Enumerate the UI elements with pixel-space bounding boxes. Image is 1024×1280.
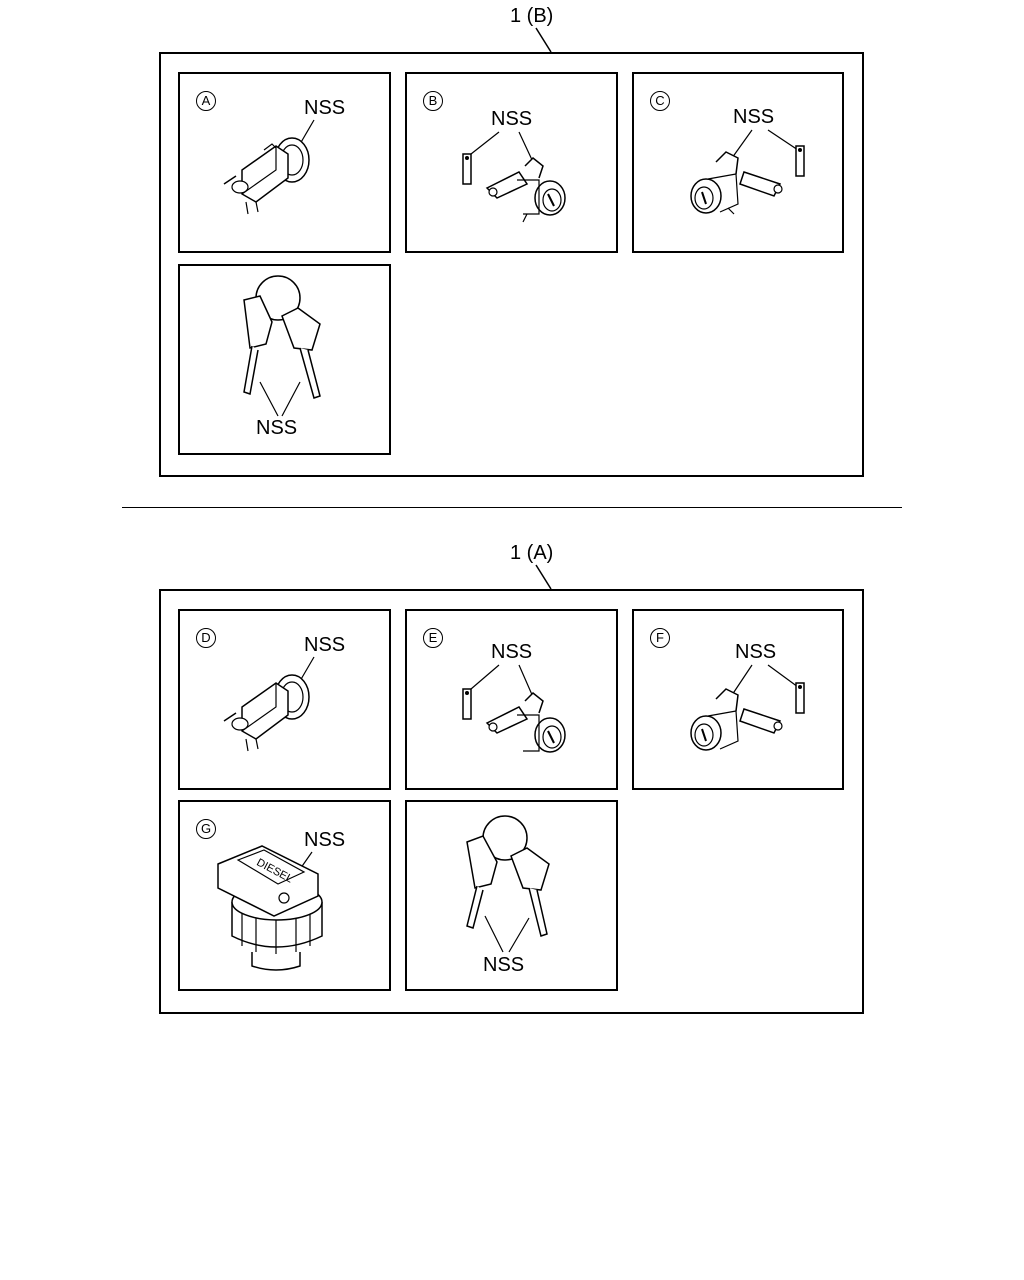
fuel-cap-icon: DIESEL <box>217 845 323 971</box>
key-set-icon <box>243 275 321 417</box>
panel-f: F NSS <box>632 609 844 790</box>
panel-b: B NSS <box>405 72 618 253</box>
panel-label-e: E <box>423 628 443 648</box>
ignition-cylinder-icon <box>223 656 315 752</box>
door-lock-cylinder-icon <box>690 129 805 215</box>
nss-callout: NSS <box>304 829 346 851</box>
nss-callout: NSS <box>483 954 525 976</box>
panel-a: A NSS <box>178 72 391 253</box>
nss-callout: NSS <box>304 97 346 119</box>
door-lock-cylinder-icon <box>690 664 805 751</box>
group-a-title: 1 (A) <box>510 542 554 564</box>
panel-label-g: G <box>196 819 216 839</box>
group-b-title: 1 (B) <box>510 5 554 27</box>
panel-label-d: D <box>196 628 216 648</box>
ignition-cylinder-icon <box>223 119 315 215</box>
section-divider <box>122 507 902 508</box>
door-lock-cylinder-icon <box>462 664 566 753</box>
panel-keys-a: NSS <box>405 800 618 991</box>
panel-g: G NSS DIESEL <box>178 800 391 991</box>
nss-callout: NSS <box>491 108 533 130</box>
panel-label-c: C <box>650 91 670 111</box>
panel-label-f: F <box>650 628 670 648</box>
group-b-frame <box>159 52 864 477</box>
panel-e: E NSS <box>405 609 618 790</box>
panel-c: C NSS <box>632 72 844 253</box>
panel-keys-b: NSS <box>178 264 391 455</box>
panel-label-a: A <box>196 91 216 111</box>
nss-callout: NSS <box>491 641 533 663</box>
nss-callout: NSS <box>304 634 346 656</box>
key-set-icon <box>466 815 550 953</box>
group-a-frame <box>159 589 864 1014</box>
nss-callout: NSS <box>733 106 775 128</box>
nss-callout: NSS <box>735 641 777 663</box>
panel-label-b: B <box>423 91 443 111</box>
panel-d: D NSS <box>178 609 391 790</box>
door-lock-cylinder-icon <box>462 131 566 223</box>
nss-callout: NSS <box>256 417 298 439</box>
